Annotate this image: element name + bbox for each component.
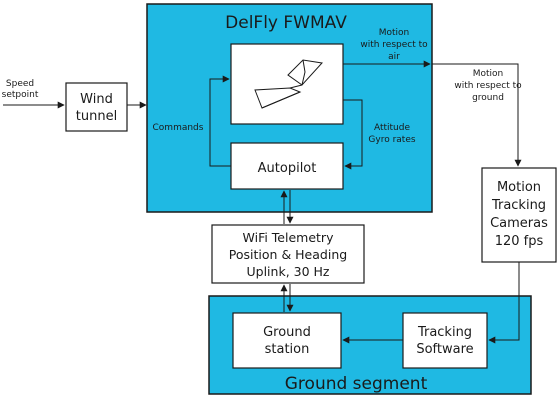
speed-label-line1: Speed	[6, 79, 34, 89]
wind-tunnel-box	[65, 82, 128, 132]
motion-ground-line3: ground	[472, 93, 504, 103]
cameras-line2: Tracking	[491, 198, 546, 213]
tracking-box	[402, 312, 488, 369]
motion-air-line1: Motion	[379, 28, 410, 38]
cameras-line1: Motion	[497, 180, 541, 195]
delfly-title: DelFly FWMAV	[225, 13, 347, 33]
autopilot-box	[230, 142, 344, 190]
motion-ground-arrow	[432, 63, 522, 167]
cameras-to-tracking-arrow	[488, 262, 520, 344]
motion-ground-line1: Motion	[473, 69, 504, 79]
motion-ground-line2: with respect to	[454, 81, 522, 91]
wind-tunnel-line2: tunnel	[76, 109, 117, 124]
telemetry-line2: Position & Heading	[229, 247, 347, 262]
telemetry-box	[211, 224, 365, 284]
ground-station-box	[232, 312, 342, 369]
autopilot-label: Autopilot	[258, 161, 317, 176]
telemetry-line1: WiFi Telemetry	[243, 230, 335, 245]
telemetry-line3: Uplink, 30 Hz	[247, 264, 330, 279]
cameras-line4: 120 fps	[495, 234, 544, 249]
cameras-box	[481, 167, 557, 263]
ground-segment-title: Ground segment	[285, 374, 428, 394]
cameras-line3: Cameras	[490, 216, 548, 231]
motion-air-line2: with respect to	[360, 40, 428, 50]
attitude-line1: Attitude	[374, 123, 411, 133]
attitude-line2: Gyro rates	[368, 135, 415, 145]
drone-box	[230, 43, 344, 125]
commands-label: Commands	[153, 123, 204, 133]
tracking-line2: Software	[416, 342, 473, 357]
station-line2: station	[265, 342, 310, 357]
wind-tunnel-line1: Wind	[80, 92, 113, 107]
delfly-drone-icon	[254, 59, 323, 109]
motion-air-line3: air	[388, 52, 400, 62]
station-line1: Ground	[263, 325, 311, 340]
attitude-arrow	[343, 99, 363, 170]
commands-arrow	[209, 75, 231, 167]
tracking-line1: Tracking	[417, 325, 472, 340]
speed-label-line2: setpoint	[2, 90, 39, 100]
